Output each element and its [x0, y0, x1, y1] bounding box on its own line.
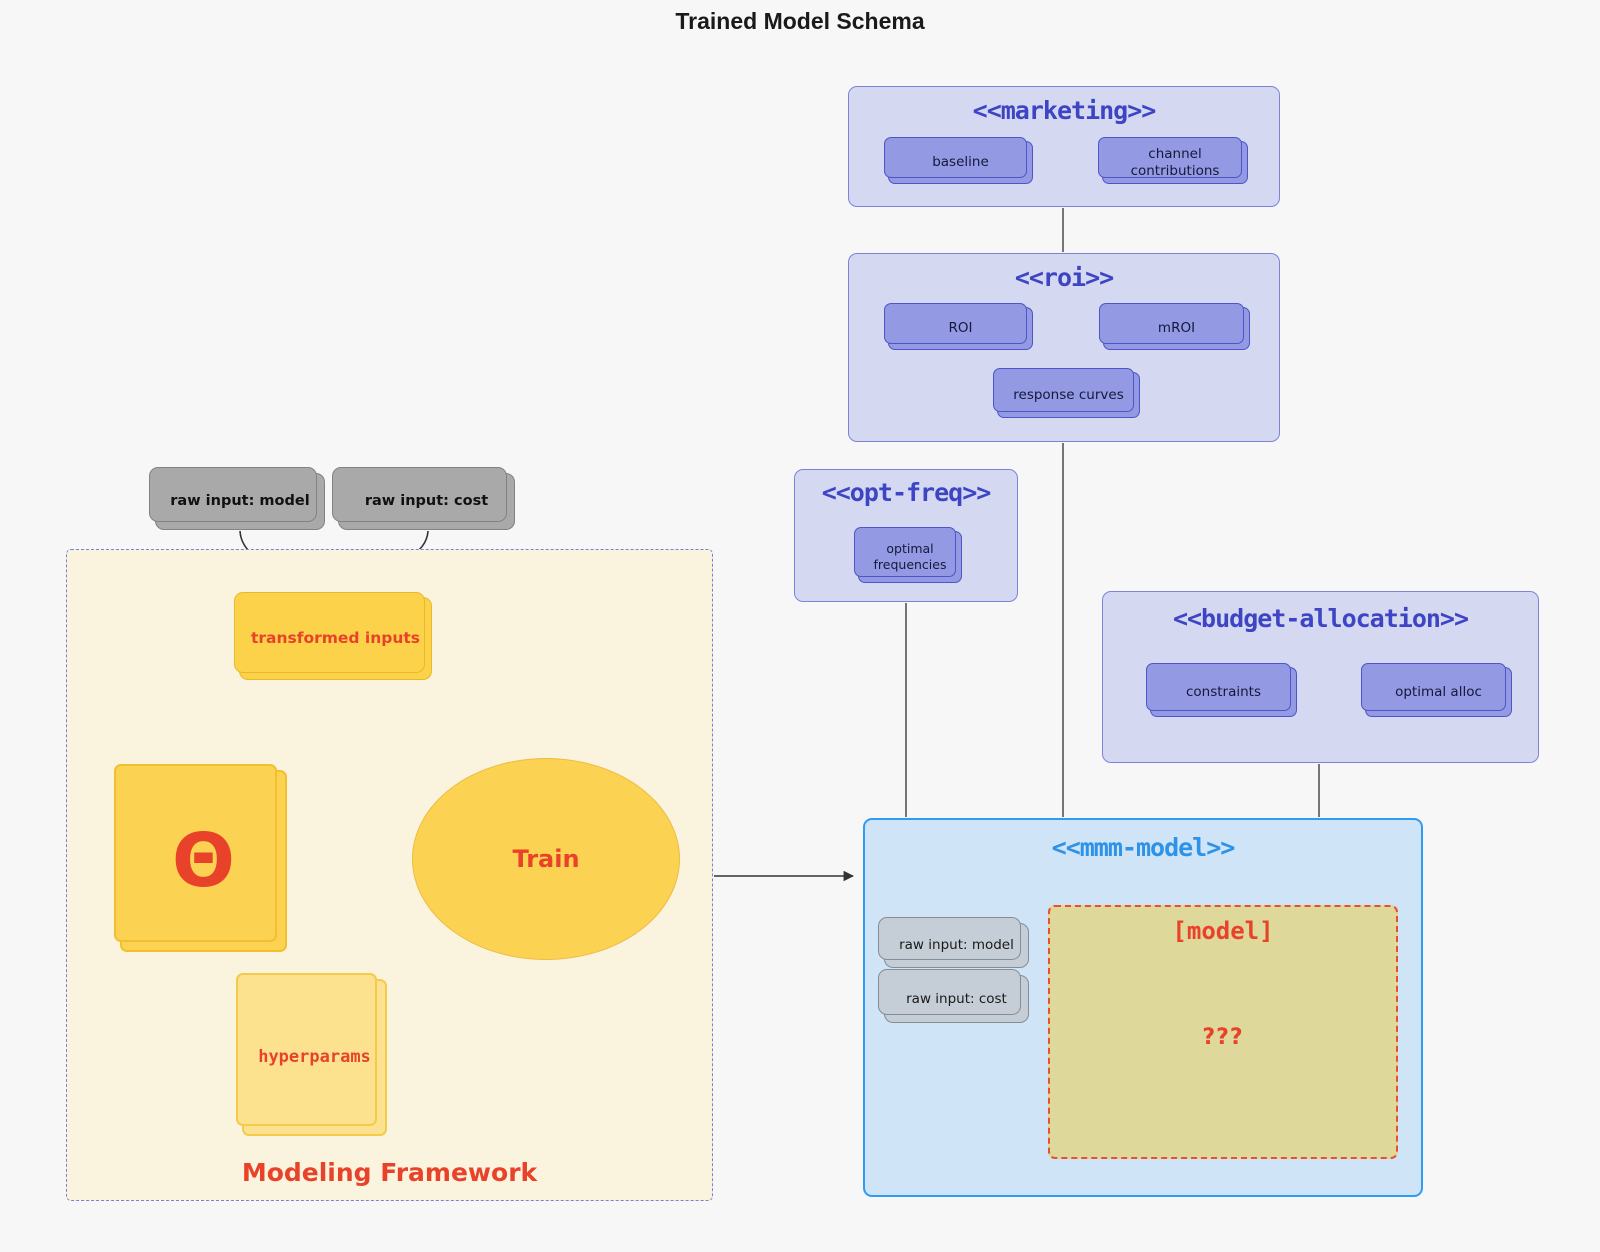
node-transformed-inputs-label: transformed inputs: [250, 628, 421, 647]
budget-allocation-container-title: <<budget-allocation>>: [1172, 604, 1469, 633]
node-optimal-frequencies: optimal frequencies: [854, 527, 962, 583]
node-channel-contributions: channel contributions: [1098, 137, 1248, 184]
node-raw-input-model: raw input: model: [149, 467, 325, 530]
node-roi: ROI: [884, 303, 1033, 350]
node-raw-input-model-label: raw input: model: [170, 493, 310, 510]
node-hyperparams-label: hyperparams: [258, 1046, 371, 1067]
node-response-curves-label: response curves: [1013, 386, 1124, 403]
node-channel-contributions-label: channel contributions: [1130, 145, 1220, 179]
node-optimal-alloc-label: optimal alloc: [1395, 683, 1482, 700]
node-mmm-raw-input-model: raw input: model: [878, 917, 1029, 968]
node-constraints: constraints: [1146, 663, 1297, 717]
node-mroi: mROI: [1099, 303, 1250, 350]
modeling-framework-label: Modeling Framework: [241, 1158, 538, 1187]
diagram-title: Trained Model Schema: [675, 8, 925, 34]
node-theta: Θ: [114, 764, 287, 952]
node-mmm-raw-input-cost-label: raw input: cost: [906, 990, 1007, 1007]
node-theta-label: Θ: [172, 817, 235, 904]
node-optimal-frequencies-label: optimal frequencies: [873, 541, 947, 572]
node-raw-input-cost-label: raw input: cost: [364, 493, 489, 510]
node-baseline-label: baseline: [932, 154, 989, 171]
node-response-curves: response curves: [993, 368, 1140, 418]
node-optimal-alloc: optimal alloc: [1361, 663, 1512, 717]
node-mmm-raw-input-model-label: raw input: model: [899, 937, 1014, 954]
node-baseline: baseline: [884, 137, 1033, 184]
model-placeholder-question: ???: [1202, 1025, 1244, 1050]
node-mroi-label: mROI: [1157, 320, 1196, 337]
roi-container-title: <<roi>>: [1014, 263, 1114, 292]
node-hyperparams: hyperparams: [236, 973, 387, 1136]
node-train-label: Train: [512, 845, 580, 873]
node-transformed-inputs: transformed inputs: [234, 592, 432, 680]
node-train: Train: [412, 758, 680, 960]
node-roi-label: ROI: [948, 320, 973, 337]
node-constraints-label: constraints: [1185, 683, 1262, 700]
opt-freq-container-title: <<opt-freq>>: [821, 478, 992, 507]
model-placeholder-box: [model] ???: [1048, 905, 1398, 1159]
marketing-container-title: <<marketing>>: [972, 96, 1157, 125]
node-raw-input-cost: raw input: cost: [332, 467, 515, 530]
model-placeholder-title: [model]: [1172, 917, 1274, 945]
mmm-model-container-title: <<mmm-model>>: [1051, 833, 1236, 862]
node-mmm-raw-input-cost: raw input: cost: [878, 969, 1029, 1023]
